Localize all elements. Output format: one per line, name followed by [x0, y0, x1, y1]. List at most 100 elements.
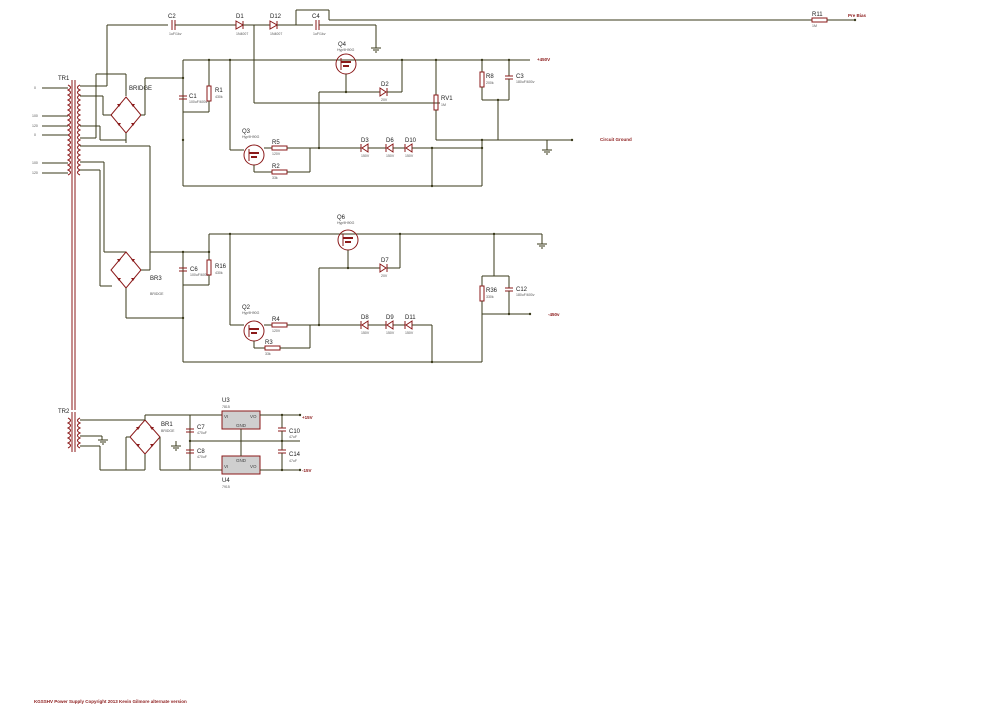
- rv1-value: 1M: [441, 103, 446, 107]
- c7-ref: C7: [197, 425, 205, 431]
- c4-value: 1uF/1kv: [313, 32, 326, 36]
- q3-ref: Q3: [242, 129, 251, 135]
- resistor-r8: R8 200k: [479, 71, 494, 88]
- q4-value: Hyp9H90G: [337, 48, 355, 52]
- ground-symbol: [371, 47, 381, 53]
- mosfet-q2: Q2 Hyp9H90G: [242, 305, 265, 342]
- c10-ref: C10: [289, 429, 301, 435]
- u3-pin-gnd: GND: [236, 423, 247, 428]
- d6-ref: D6: [386, 138, 394, 144]
- bridge-br3: BR3 BRIDGE: [110, 251, 164, 296]
- q6-value: Hyp9H90G: [337, 221, 355, 225]
- ground-symbol: [542, 149, 552, 155]
- u3-pin-vo: VO: [250, 414, 257, 419]
- r1-ref: R1: [215, 88, 223, 94]
- capacitor-c8: C8 470uF: [186, 449, 207, 459]
- c6-ref: C6: [190, 267, 198, 273]
- r8-ref: R8: [486, 74, 494, 80]
- r4-value: 120V: [272, 329, 281, 333]
- u4-ref: U4: [222, 478, 230, 484]
- net-circuit-ground: Circuit Ground: [600, 137, 632, 142]
- ground-symbol: [171, 445, 181, 451]
- br3-value: BRIDGE: [150, 292, 164, 296]
- c2-value: 1uF/1kv: [169, 32, 182, 36]
- tap-label: 0: [34, 133, 36, 137]
- net-plus-15: +15V: [302, 415, 313, 420]
- d8-value: 150V: [361, 331, 370, 335]
- title-block: KGSSHV Power Supply Copyright 2013 Kevin…: [34, 699, 187, 704]
- capacitor-c14: C14 47uF: [278, 449, 301, 463]
- resistor-r36: R36 330k: [479, 285, 498, 302]
- c2-ref: C2: [168, 14, 176, 20]
- c3-value: 180uF/600v: [516, 80, 535, 84]
- c8-ref: C8: [197, 449, 205, 455]
- mosfet-q6: Q6 Hyp9H90G: [337, 215, 359, 251]
- c12-value: 180uF/600v: [516, 293, 535, 297]
- tr1-secondary-bottom: [77, 134, 82, 176]
- r3-ref: R3: [265, 340, 273, 346]
- ground-symbol: [537, 243, 547, 249]
- u3-value: 7815: [222, 405, 230, 409]
- resistor-r5: R5 120V: [271, 140, 288, 156]
- transformer-tr2: TR2: [58, 409, 82, 452]
- d11-ref: D11: [405, 315, 416, 321]
- capacitor-c10: C10 47uF: [278, 427, 301, 439]
- d12-ref: D12: [270, 14, 282, 20]
- d9-value: 150V: [386, 331, 395, 335]
- r16-ref: R16: [215, 264, 227, 270]
- c7-value: 470uF: [197, 431, 207, 435]
- d2-value: 20V: [381, 98, 388, 102]
- q2-value: Hyp9H90G: [242, 311, 260, 315]
- r2-ref: R2: [272, 164, 280, 170]
- c12-ref: C12: [516, 287, 528, 293]
- d10-value: 150V: [405, 154, 414, 158]
- tr2-label: TR2: [58, 409, 70, 415]
- d2-ref: D2: [381, 82, 389, 88]
- d6-value: 150V: [386, 154, 395, 158]
- ground-symbol: [98, 439, 108, 445]
- q4-ref: Q4: [338, 42, 347, 48]
- u3-ref: U3: [222, 398, 230, 404]
- tr1-primary-top: [66, 84, 71, 136]
- d1-ref: D1: [236, 14, 244, 20]
- r8-value: 200k: [486, 81, 494, 85]
- c3-ref: C3: [516, 74, 524, 80]
- d8-ref: D8: [361, 315, 369, 321]
- c10-value: 47uF: [289, 435, 297, 439]
- r5-value: 120V: [272, 152, 281, 156]
- resistor-r2: R2 33k: [271, 164, 288, 180]
- bridge-top: BRIDGE: [110, 77, 183, 143]
- regulator-u4: U4 7915 VI VO GND: [221, 455, 261, 489]
- d12-value: 1N4007: [270, 32, 282, 36]
- c4-ref: C4: [312, 14, 320, 20]
- d11-value: 150V: [405, 331, 414, 335]
- bridge-br1: BR1 BRIDGE: [129, 419, 175, 455]
- br3-ref: BR3: [150, 276, 162, 282]
- c6-value: 100uF/600v: [190, 273, 209, 277]
- u4-pin-vi: VI: [224, 464, 228, 469]
- net-pre-bias: Pre Bias: [848, 13, 867, 18]
- c8-value: 470uF: [197, 455, 207, 459]
- regulator-u3: U3 7815 VI VO GND: [221, 398, 261, 430]
- resistor-r1: R1 430k: [206, 85, 223, 102]
- rv1-ref: RV1: [441, 96, 453, 102]
- d3-value: 150V: [361, 154, 370, 158]
- net-plus-hv: +450V: [537, 57, 550, 62]
- capacitor-c6: C6 100uF/600v: [179, 267, 209, 277]
- c14-ref: C14: [289, 452, 301, 458]
- br1-ref: BR1: [161, 422, 173, 428]
- capacitor-c7: C7 470uF: [186, 425, 207, 435]
- c1-ref: C1: [189, 94, 197, 100]
- tap-label: 120: [32, 124, 38, 128]
- resistor-r16: R16 430k: [206, 259, 227, 276]
- resistor-r11: R11 1M: [811, 12, 828, 28]
- tr2-secondary: [77, 417, 82, 449]
- br1-value: BRIDGE: [161, 429, 175, 433]
- q2-ref: Q2: [242, 305, 251, 311]
- q3-value: Hyp9H90G: [242, 135, 260, 139]
- r36-ref: R36: [486, 288, 498, 294]
- c14-value: 47uF: [289, 459, 297, 463]
- r1-value: 430k: [215, 95, 223, 99]
- net-minus-hv: -450v: [548, 312, 560, 317]
